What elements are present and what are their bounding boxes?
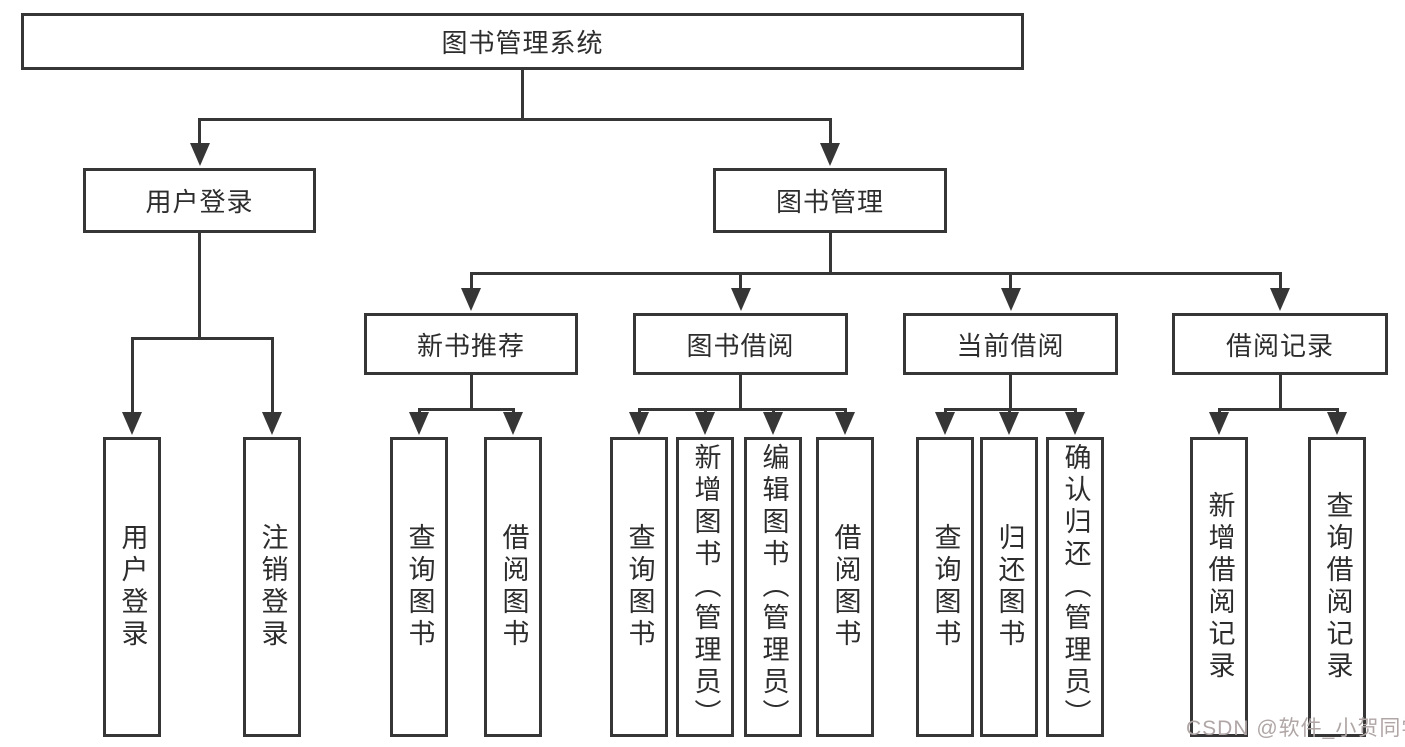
arrow-head-icon — [189, 143, 210, 166]
connector-line — [828, 233, 832, 275]
arrow-head-icon — [122, 412, 142, 435]
connector-line — [417, 408, 515, 411]
arrow-head-icon — [1327, 412, 1347, 435]
arrow-head-icon — [763, 412, 783, 435]
arrow-head-icon — [695, 412, 715, 435]
node-cb-return: 归还图书 — [980, 437, 1038, 737]
node-cb-confirm: 确认归还（管理员） — [1046, 437, 1104, 737]
node-logout: 注销登录 — [243, 437, 301, 737]
arrow-head-icon — [820, 143, 840, 166]
connector-line — [943, 411, 947, 412]
connector-line — [1217, 411, 1221, 412]
arrow-head-icon — [409, 412, 429, 435]
connector-line — [1009, 375, 1012, 411]
arrow-head-icon — [262, 412, 282, 435]
arrow-head-icon — [835, 412, 855, 435]
node-bb-query: 查询图书 — [610, 437, 668, 737]
node-nb-borrow: 借阅图书 — [484, 437, 542, 737]
connector-line — [469, 375, 473, 411]
connector-line — [521, 70, 524, 121]
node-br-add: 新增借阅记录 — [1190, 437, 1248, 737]
connector-line — [130, 340, 134, 412]
connector-line — [771, 411, 775, 412]
arrow-head-icon — [629, 412, 649, 435]
node-current-borrow: 当前借阅 — [903, 313, 1118, 375]
connector-line — [1278, 375, 1282, 411]
connector-line — [469, 275, 473, 288]
node-root: 图书管理系统 — [21, 13, 1024, 70]
arrow-head-icon — [461, 288, 481, 311]
arrow-head-icon — [1065, 412, 1085, 435]
arrow-head-icon — [1270, 288, 1290, 311]
node-book-borrow: 图书借阅 — [633, 313, 848, 375]
arrow-head-icon — [1000, 288, 1021, 311]
connector-line — [739, 275, 742, 288]
watermark: CSDN @软件_小贺同学 — [1186, 717, 1405, 740]
node-borrow-record: 借阅记录 — [1172, 313, 1388, 375]
node-nb-query: 查询图书 — [390, 437, 448, 737]
connector-line — [843, 411, 847, 412]
connector-line — [1278, 275, 1282, 288]
arrow-head-icon — [935, 412, 955, 435]
node-bb-add: 新增图书（管理员） — [676, 437, 734, 737]
connector-line — [198, 233, 201, 340]
connector-line — [1073, 411, 1077, 412]
connector-line — [1335, 411, 1339, 412]
arrow-head-icon — [999, 412, 1019, 435]
connector-line — [1009, 275, 1012, 288]
connector-line — [198, 118, 832, 121]
node-br-query: 查询借阅记录 — [1308, 437, 1366, 737]
node-new-book-rec: 新书推荐 — [364, 313, 578, 375]
connector-line — [637, 408, 847, 411]
node-bb-edit: 编辑图书（管理员） — [744, 437, 802, 737]
arrow-head-icon — [1209, 412, 1229, 435]
connector-line — [511, 411, 515, 412]
connector-line — [637, 411, 641, 412]
connector-line — [198, 121, 201, 143]
arrow-head-icon — [730, 288, 751, 311]
node-login: 用户登录 — [103, 437, 161, 737]
node-cb-query: 查询图书 — [916, 437, 974, 737]
connector-line — [469, 272, 1282, 275]
connector-line — [828, 121, 832, 143]
node-bb-borrow: 借阅图书 — [816, 437, 874, 737]
node-user-login: 用户登录 — [83, 168, 316, 233]
connector-line — [130, 337, 274, 340]
connector-line — [943, 408, 1077, 411]
arrow-head-icon — [503, 412, 523, 435]
connector-line — [1217, 408, 1339, 411]
connector-line — [703, 411, 707, 412]
connector-line — [270, 340, 274, 412]
connector-line — [417, 411, 421, 412]
connector-line — [739, 375, 742, 411]
connector-line — [1007, 411, 1011, 412]
node-book-mgmt: 图书管理 — [713, 168, 947, 233]
